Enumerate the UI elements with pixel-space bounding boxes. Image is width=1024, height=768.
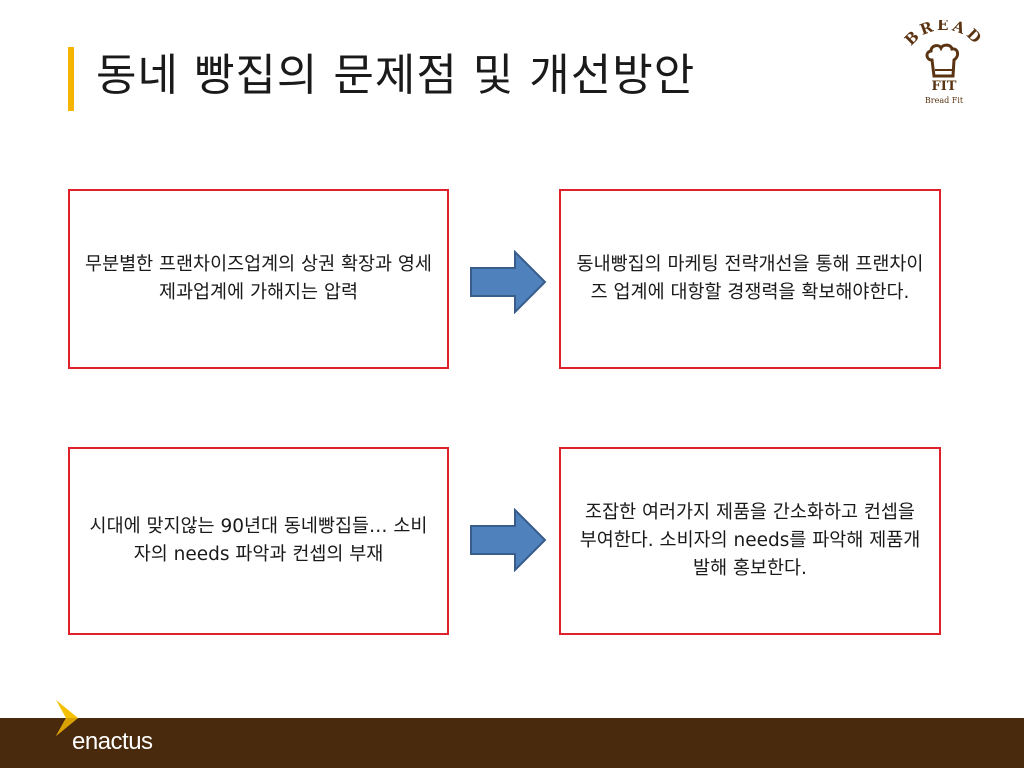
- footer-band: [0, 718, 1024, 768]
- solution-box-1: 동내빵집의 마케팅 전략개선을 통해 프랜차이즈 업계에 대항할 경쟁력을 확보…: [559, 189, 941, 369]
- problem-box-1-text: 무분별한 프랜차이즈업계의 상권 확장과 영세제과업계에 가해지는 압력: [85, 254, 432, 303]
- solution-box-2-text: 조잡한 여러가지 제품을 간소화하고 컨셉을 부여한다. 소비자의 needs를…: [579, 502, 921, 579]
- slide-title: 동네 빵집의 문제점 및 개선방안: [96, 50, 696, 101]
- problem-box-2-text: 시대에 맞지않는 90년대 동네빵집들… 소비자의 needs 파악과 컨셉의 …: [89, 516, 428, 565]
- enactus-chevron-icon: [56, 700, 78, 736]
- logo-sub-label: Bread Fit: [924, 96, 964, 105]
- problem-box-2: 시대에 맞지않는 90년대 동네빵집들… 소비자의 needs 파악과 컨셉의 …: [68, 447, 449, 635]
- right-arrow-icon: [470, 508, 547, 572]
- bread-fit-logo: BREAD: [901, 20, 984, 78]
- solution-box-2: 조잡한 여러가지 제품을 간소화하고 컨셉을 부여한다. 소비자의 needs를…: [559, 447, 941, 635]
- right-arrow-icon: [470, 250, 547, 314]
- logo-fit-label: FIT: [931, 79, 957, 94]
- problem-box-1: 무분별한 프랜차이즈업계의 상권 확장과 영세제과업계에 가해지는 압력: [68, 189, 449, 369]
- title-accent-bar: [68, 47, 74, 111]
- enactus-wordmark: enactus: [72, 728, 153, 755]
- solution-box-1-text: 동내빵집의 마케팅 전략개선을 통해 프랜차이즈 업계에 대항할 경쟁력을 확보…: [576, 254, 924, 303]
- chef-hat-icon: [925, 43, 960, 78]
